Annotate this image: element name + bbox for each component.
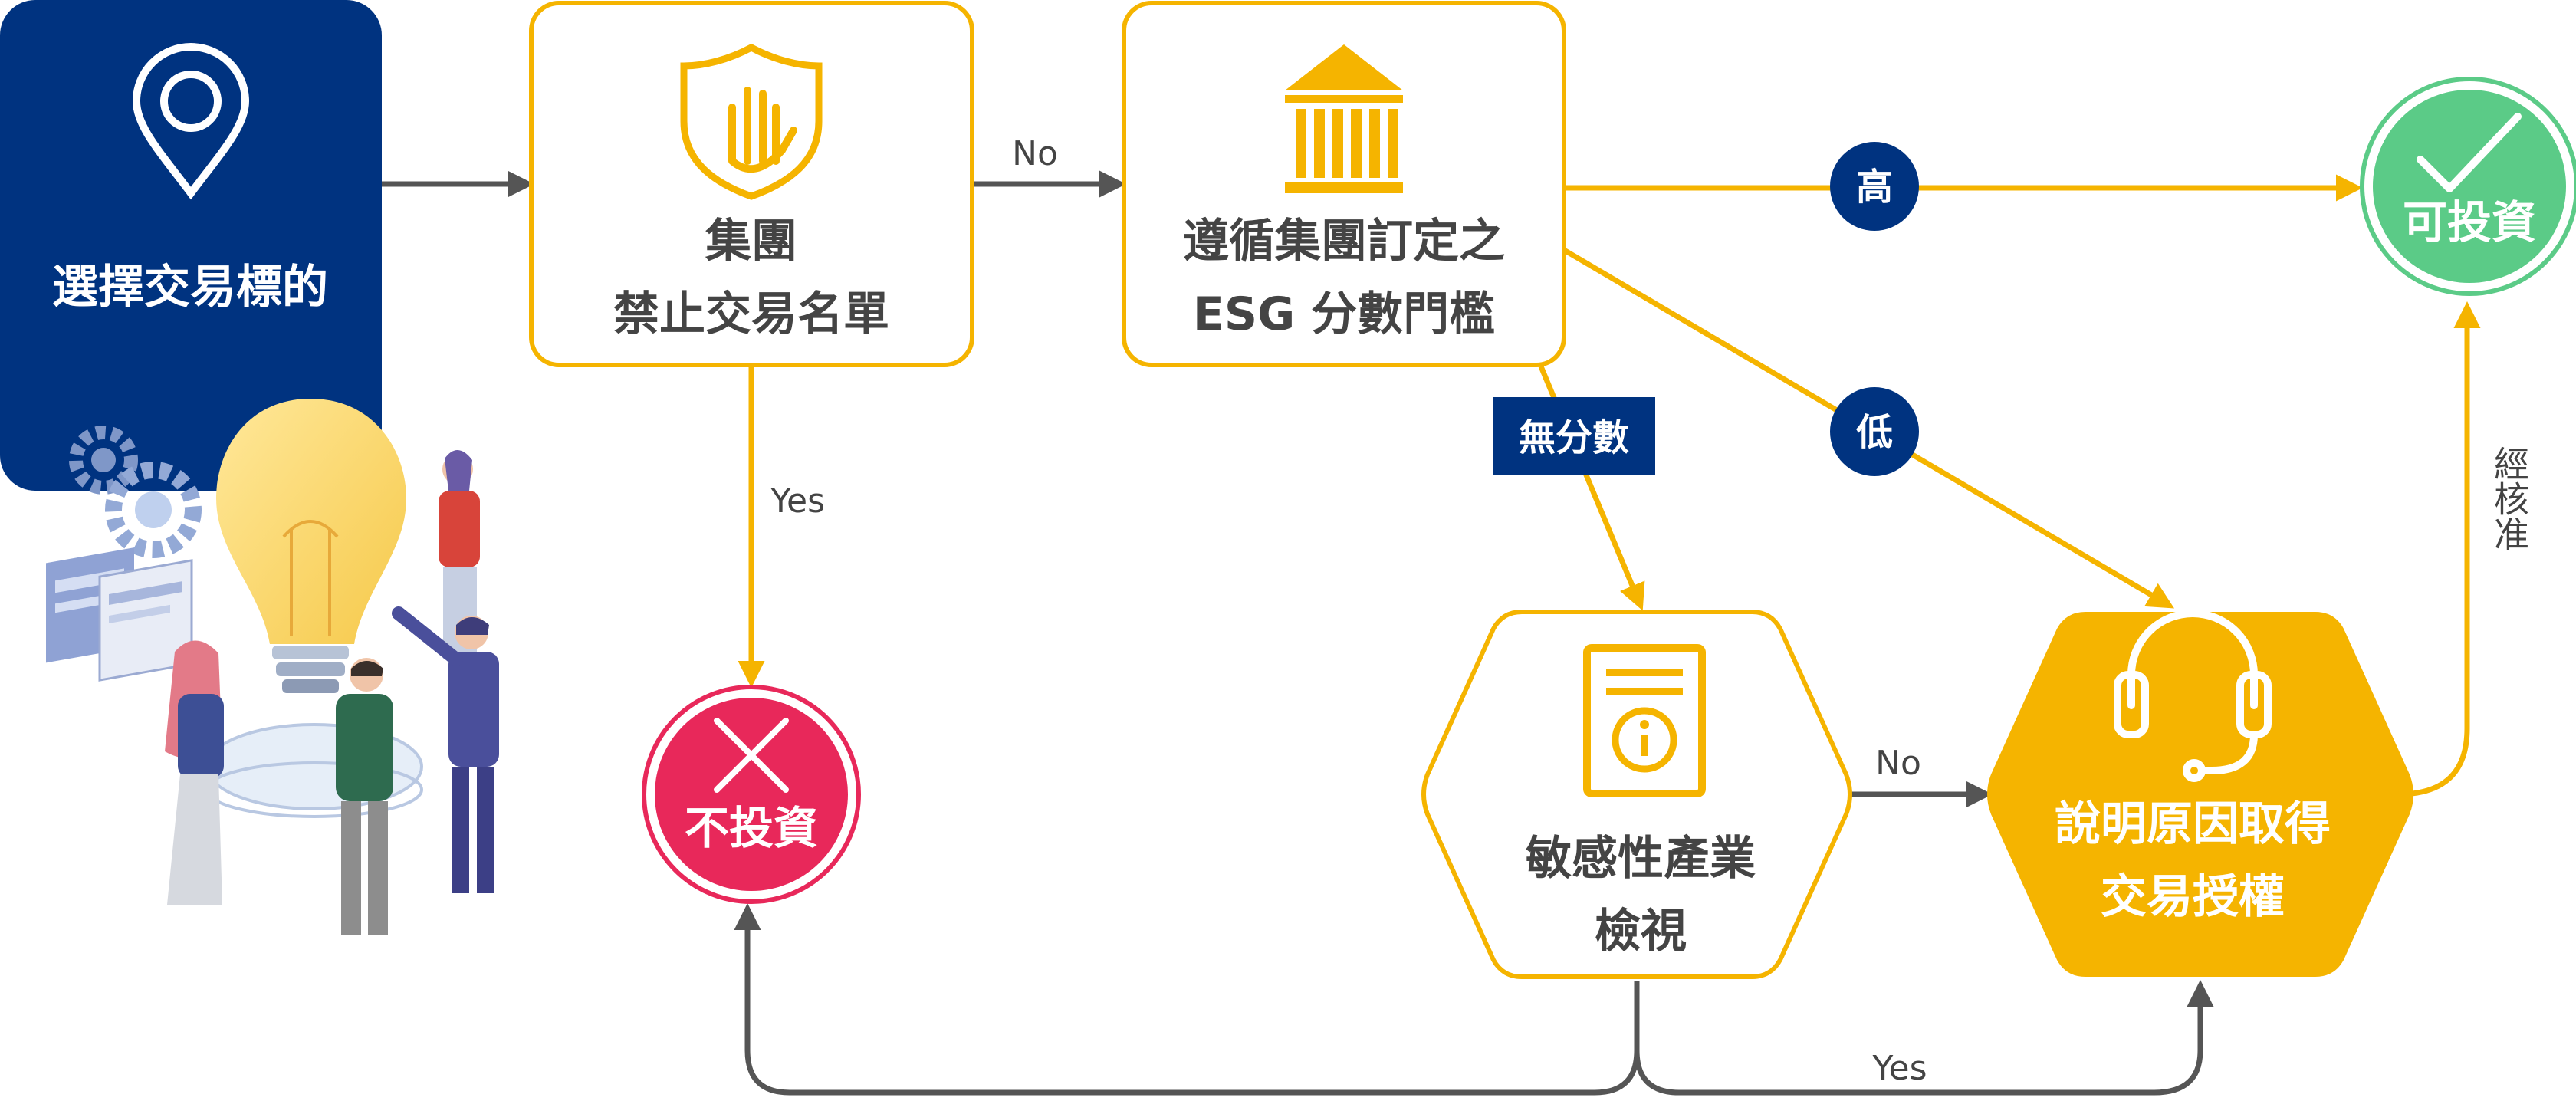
node-invest-label: 可投資: [2403, 196, 2536, 248]
badge-low-text: 低: [1856, 411, 1893, 454]
node-invest: 可投資: [2360, 77, 2576, 296]
screen-panels: [46, 547, 193, 682]
node-esg: 遵循集團訂定之 ESG 分數門檻: [1122, 1, 1566, 367]
node-no-invest-label: 不投資: [685, 802, 818, 854]
person-man-pointing: [392, 606, 499, 893]
node-start-label: 選擇交易標的: [52, 261, 328, 314]
light-bulb-icon: [216, 399, 406, 693]
checkmark-icon: [2417, 113, 2522, 192]
gear-icon: [69, 426, 202, 558]
node-no-invest: 不投資: [642, 685, 861, 904]
node-sensitive-line1: 敏感性產業: [1526, 832, 1756, 886]
edge-label-no-2: No: [1875, 744, 1921, 783]
person-man-green: [336, 658, 393, 935]
badge-low: [1830, 387, 1919, 476]
node-explain-line1: 說明原因取得: [2055, 797, 2331, 851]
business-team-illustration: [46, 399, 499, 935]
node-esg-line1: 遵循集團訂定之: [1183, 215, 1505, 268]
edge-label-yes-1: Yes: [770, 481, 825, 521]
node-blacklist: 集團 禁止交易名單: [529, 1, 974, 367]
edge-label-no-1: No: [1012, 134, 1058, 173]
badge-no-score-text: 無分數: [1519, 416, 1629, 459]
node-explain-line2: 交易授權: [2101, 870, 2285, 924]
bank-building-icon: [1285, 44, 1403, 193]
edge-explain-invest: [2397, 301, 2481, 797]
node-start: 選擇交易標的: [0, 0, 382, 491]
badge-high-text: 高: [1856, 166, 1893, 209]
badge-high: [1830, 142, 1919, 231]
node-explain: 說明原因取得 交易授權: [1987, 610, 2413, 977]
location-pin-icon: [132, 43, 250, 200]
edge-sensitive-explain-yes: [1634, 980, 2214, 1096]
node-sensitive: 敏感性產業 檢視: [1421, 610, 1852, 979]
badge-no-score: [1493, 397, 1655, 475]
person-woman-pink: [165, 640, 224, 905]
edge-label-yes-2: Yes: [1871, 1049, 1927, 1088]
node-blacklist-line2: 禁止交易名單: [613, 288, 889, 341]
edge-sensitive-noinvest: [734, 903, 1640, 1096]
shield-hand-icon: [680, 43, 823, 200]
document-info-icon: [1583, 644, 1706, 797]
node-sensitive-line2: 檢視: [1595, 905, 1687, 958]
edge-label-approved: 經核准: [2489, 445, 2530, 551]
node-blacklist-line1: 集團: [705, 215, 797, 268]
person-woman-standing: [439, 449, 480, 659]
headset-icon: [2114, 610, 2272, 782]
cross-icon: [714, 718, 789, 793]
node-esg-line2: ESG 分數門檻: [1193, 288, 1495, 341]
